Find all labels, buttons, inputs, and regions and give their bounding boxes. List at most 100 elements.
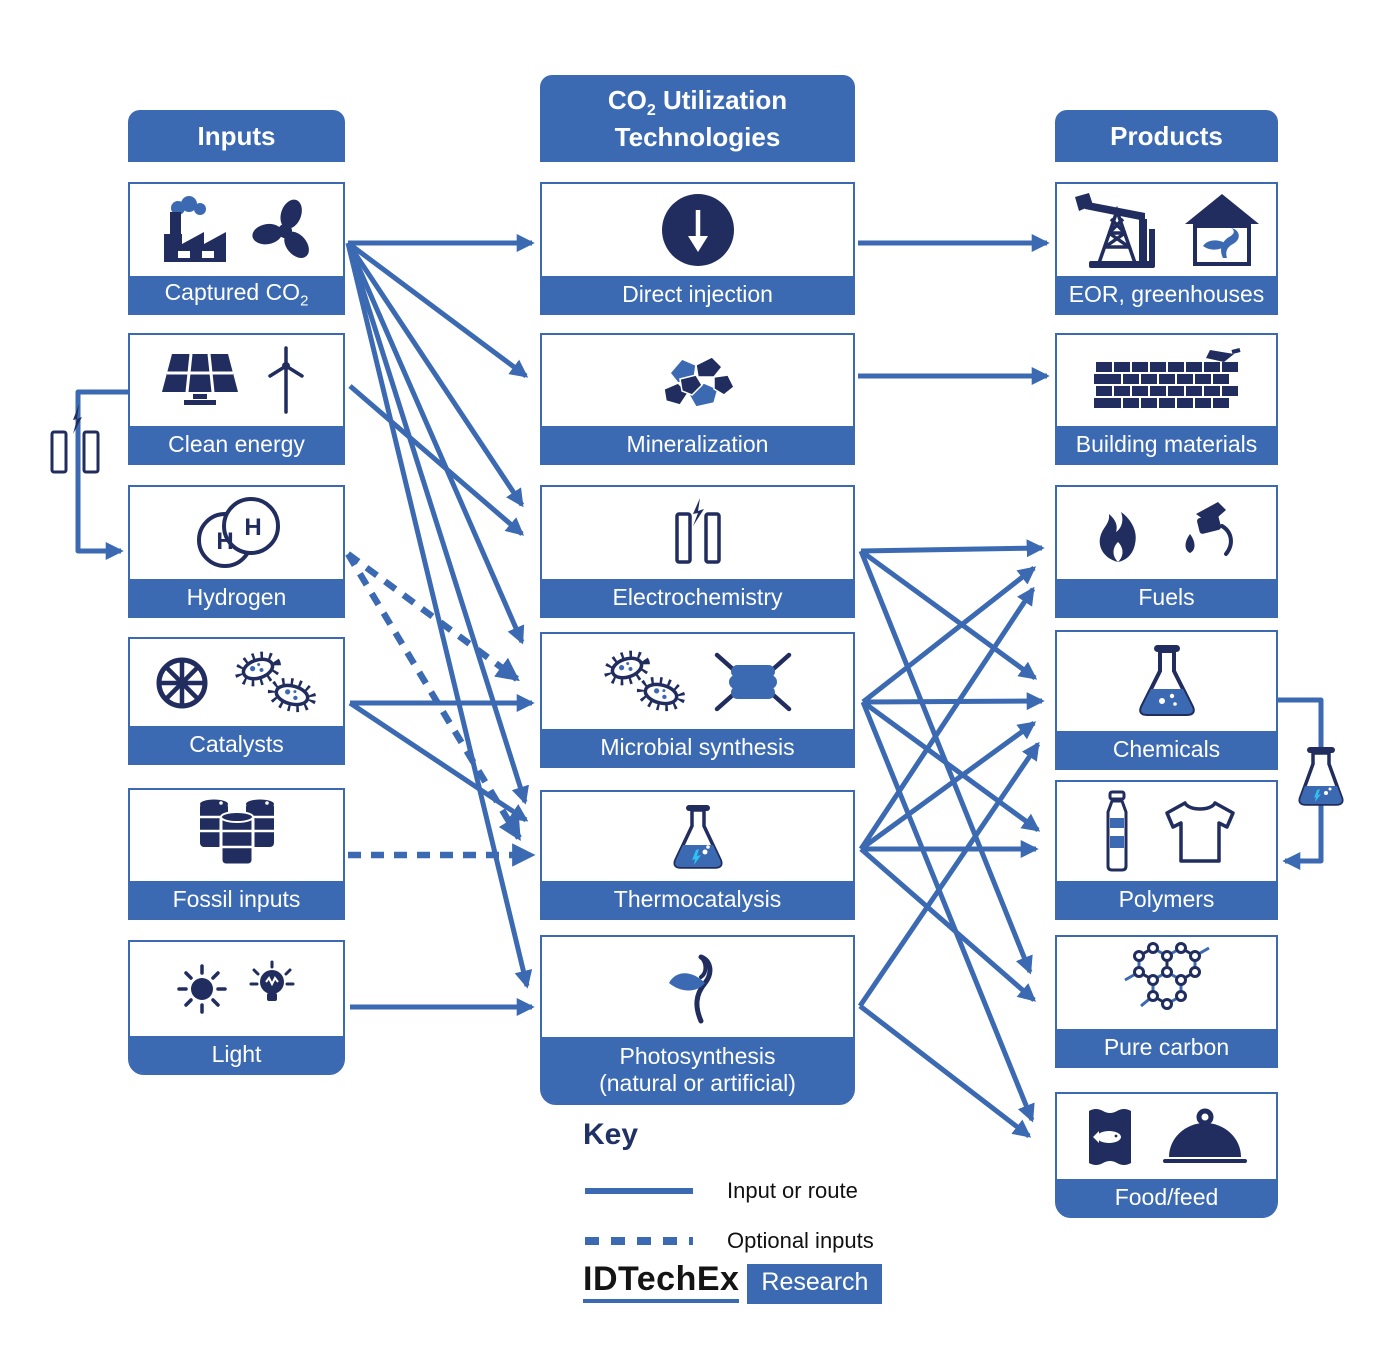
box-label-line2: (natural or artificial) <box>599 1070 796 1096</box>
catalyst-wheel-icon <box>152 653 212 713</box>
route-microbial_synthesis-to-fuels <box>861 566 1037 704</box>
route-thermocatalysis-to-pure_carbon <box>859 847 1037 1002</box>
label-bar: Captured CO2 <box>130 276 343 313</box>
box-label: Building materials <box>1075 430 1258 457</box>
route-microbial_synthesis-to-chemicals <box>862 692 1045 711</box>
route-thermocatalysis-to-fuels <box>858 586 1036 851</box>
box-label: Food/feed <box>1114 1183 1219 1210</box>
route-microbial_synthesis-to-polymers <box>861 699 1041 833</box>
route-chemicals-to-polymers <box>1278 697 1324 870</box>
route-captured_co2-to-electrochemistry <box>345 241 525 508</box>
legend-label: Input or route <box>727 1178 858 1203</box>
box-light: Light <box>128 940 345 1075</box>
box-label: Electrochemistry <box>612 583 783 610</box>
icon-group <box>1057 184 1276 276</box>
label-bar: Thermocatalysis <box>542 881 853 918</box>
minerals-icon <box>656 349 740 413</box>
carbon-lattice-icon <box>1119 942 1215 1024</box>
injection-arrow-icon <box>660 192 736 268</box>
box-clean-energy: Clean energy <box>128 333 345 465</box>
icon-group <box>542 634 853 729</box>
solid-line-swatch <box>585 1188 693 1194</box>
icon-group <box>130 184 343 276</box>
box-food-feed: Food/feed <box>1055 1092 1278 1218</box>
route-electrochemistry-to-pure_carbon <box>858 550 1033 975</box>
label-bar: Fossil inputs <box>130 881 343 918</box>
box-label: Pure carbon <box>1103 1033 1230 1060</box>
heated-flask-icon <box>663 798 733 876</box>
brick-wall-icon <box>1092 347 1242 414</box>
legend-entry-solid: Input or route <box>583 1178 874 1204</box>
box-label: Fossil inputs <box>172 885 301 912</box>
box-catalysts: Catalysts <box>128 637 345 765</box>
label-bar: Mineralization <box>542 426 853 463</box>
flame-icon <box>1092 500 1148 566</box>
fuel-nozzle-icon <box>1166 498 1242 568</box>
route-hydrogen-to-microbial_synthesis <box>346 551 520 682</box>
logo-research-badge: Research <box>747 1264 883 1304</box>
box-direct-injection: Direct injection <box>540 182 855 315</box>
label-bar: Photosynthesis(natural or artificial) <box>542 1037 853 1103</box>
logo-wordmark: IDTechEx <box>583 1262 740 1303</box>
food-cloche-icon <box>1159 1103 1251 1171</box>
box-electrochemistry: Electrochemistry <box>540 485 855 618</box>
box-label: Polymers <box>1118 885 1215 912</box>
svg-text:H: H <box>244 514 261 541</box>
wind-turbine-icon <box>258 345 314 416</box>
label-bar: Hydrogen <box>130 579 343 616</box>
box-label: Chemicals <box>1112 735 1221 762</box>
route-photosynthesis-to-food_feed <box>858 1004 1032 1138</box>
box-eor-greenhouses: EOR, greenhouses <box>1055 182 1278 315</box>
label-bar: Microbial synthesis <box>542 729 853 766</box>
route-electrochemistry-to-chemicals <box>859 548 1038 681</box>
legend-entry-dashed: Optional inputs <box>583 1228 874 1254</box>
label-bar: Chemicals <box>1057 731 1276 768</box>
label-bar: Electrochemistry <box>542 579 853 616</box>
route-microbial_synthesis-to-food_feed <box>860 701 1035 1123</box>
box-mineralization: Mineralization <box>540 333 855 465</box>
box-photosynthesis: Photosynthesis(natural or artificial) <box>540 935 855 1105</box>
route-electrochemistry-to-fuels <box>860 539 1045 558</box>
feed-bag-icon <box>1083 1103 1141 1171</box>
sprout-icon <box>661 949 735 1025</box>
box-label: Hydrogen <box>186 583 287 610</box>
label-bar: Light <box>130 1036 343 1073</box>
box-microbial-synthesis: Microbial synthesis <box>540 632 855 768</box>
label-bar: Polymers <box>1057 881 1276 918</box>
icon-group <box>542 792 853 881</box>
box-label: Captured CO2 <box>164 278 309 310</box>
electrolyzer-icon <box>50 404 100 474</box>
bioreactor-membrane-icon <box>709 647 797 717</box>
icon-group <box>1057 937 1276 1029</box>
box-fuels: Fuels <box>1055 485 1278 618</box>
route-photosynthesis-to-chemicals <box>857 741 1041 1008</box>
route-clean_energy-to-electrochemistry <box>348 384 525 536</box>
box-label: Catalysts <box>189 730 284 757</box>
icon-group <box>1057 782 1276 881</box>
greenhouse-icon <box>1183 192 1261 268</box>
oil-pumpjack-icon <box>1073 189 1165 271</box>
route-catalysts-to-thermocatalysis <box>348 700 529 823</box>
co2-fan-icon <box>251 195 318 265</box>
light-bulb-icon <box>246 960 298 1018</box>
route-captured_co2-to-microbial_synthesis <box>345 242 525 645</box>
icon-group <box>130 942 343 1036</box>
box-building-materials: Building materials <box>1055 333 1278 465</box>
legend-title: Key <box>583 1118 639 1151</box>
oil-barrels-icon <box>194 795 280 877</box>
box-pure-carbon: Pure carbon <box>1055 935 1278 1068</box>
idtechex-logo: IDTechEx Research <box>583 1262 883 1304</box>
box-label: Photosynthesis <box>619 1042 776 1069</box>
box-thermocatalysis: Thermocatalysis <box>540 790 855 920</box>
icon-group <box>130 335 343 426</box>
box-chemicals: Chemicals <box>1055 630 1278 770</box>
column-header-products: Products <box>1055 110 1278 162</box>
icon-group <box>1057 632 1276 731</box>
label-bar: Food/feed <box>1057 1179 1276 1216</box>
dashed-line-swatch <box>585 1237 693 1245</box>
electrolysis-cell-icon <box>663 496 733 570</box>
label-bar: Pure carbon <box>1057 1029 1276 1066</box>
route-captured_co2-to-mineralization <box>346 240 529 379</box>
